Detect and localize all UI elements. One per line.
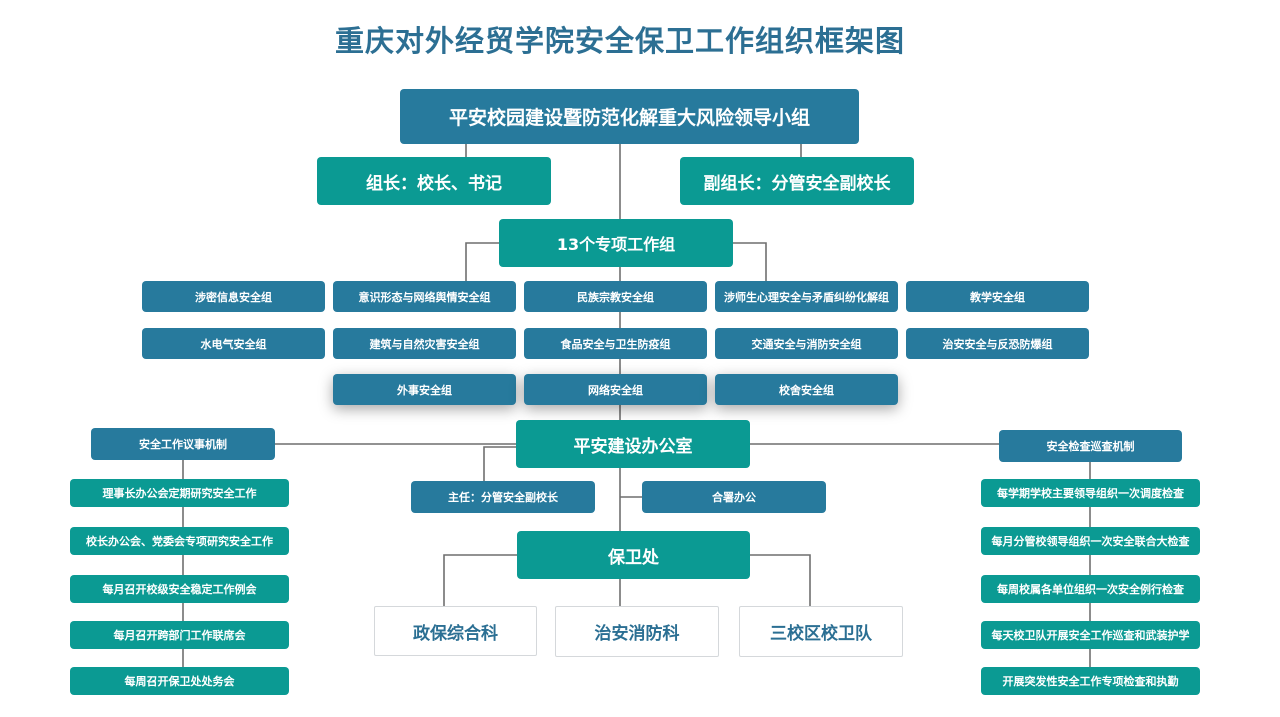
right-mechanism-item: 开展突发性安全工作专项检查和执勤	[981, 667, 1200, 695]
co-office-box: 合署办公	[642, 481, 826, 513]
right-mechanism-item: 每周校属各单位组织一次安全例行检查	[981, 575, 1200, 603]
page-title: 重庆对外经贸学院安全保卫工作组织框架图	[334, 24, 905, 58]
left-mechanism-item: 每周召开保卫处处务会	[70, 667, 289, 695]
working-group-box: 食品安全与卫生防疫组	[524, 328, 707, 359]
working-group-box: 教学安全组	[906, 281, 1089, 312]
working-group-box: 涉密信息安全组	[142, 281, 325, 312]
section-box: 三校区校卫队	[739, 606, 903, 657]
working-group-box: 涉师生心理安全与矛盾纠纷化解组	[715, 281, 898, 312]
office-director-box: 主任：分管安全副校长	[411, 481, 595, 513]
security-dept-box: 保卫处	[517, 531, 750, 579]
working-group-box: 网络安全组	[524, 374, 707, 405]
deputy-leader-box: 副组长：分管安全副校长	[680, 157, 914, 205]
working-group-box: 外事安全组	[333, 374, 516, 405]
section-box: 治安消防科	[555, 606, 719, 657]
left-mechanism-title: 安全工作议事机制	[91, 428, 275, 460]
working-group-box: 治安安全与反恐防爆组	[906, 328, 1089, 359]
working-group-box: 水电气安全组	[142, 328, 325, 359]
right-mechanism-item: 每学期学校主要领导组织一次调度检查	[981, 479, 1200, 507]
working-group-box: 交通安全与消防安全组	[715, 328, 898, 359]
right-mechanism-title: 安全检查巡查机制	[999, 430, 1182, 462]
working-group-box: 校舍安全组	[715, 374, 898, 405]
working-groups-title: 13个专项工作组	[499, 219, 733, 267]
leader-box: 组长：校长、书记	[317, 157, 551, 205]
working-group-box: 建筑与自然灾害安全组	[333, 328, 516, 359]
left-mechanism-item: 每月召开校级安全稳定工作例会	[70, 575, 289, 603]
section-box: 政保综合科	[374, 606, 537, 656]
right-mechanism-item: 每月分管校领导组织一次安全联合大检查	[981, 527, 1200, 555]
safety-office-box: 平安建设办公室	[516, 420, 750, 468]
working-group-box: 意识形态与网络舆情安全组	[333, 281, 516, 312]
left-mechanism-item: 校长办公会、党委会专项研究安全工作	[70, 527, 289, 555]
right-mechanism-item: 每天校卫队开展安全工作巡查和武装护学	[981, 621, 1200, 649]
left-mechanism-item: 每月召开跨部门工作联席会	[70, 621, 289, 649]
left-mechanism-item: 理事长办公会定期研究安全工作	[70, 479, 289, 507]
working-group-box: 民族宗教安全组	[524, 281, 707, 312]
leader-group-box: 平安校园建设暨防范化解重大风险领导小组	[400, 89, 859, 144]
